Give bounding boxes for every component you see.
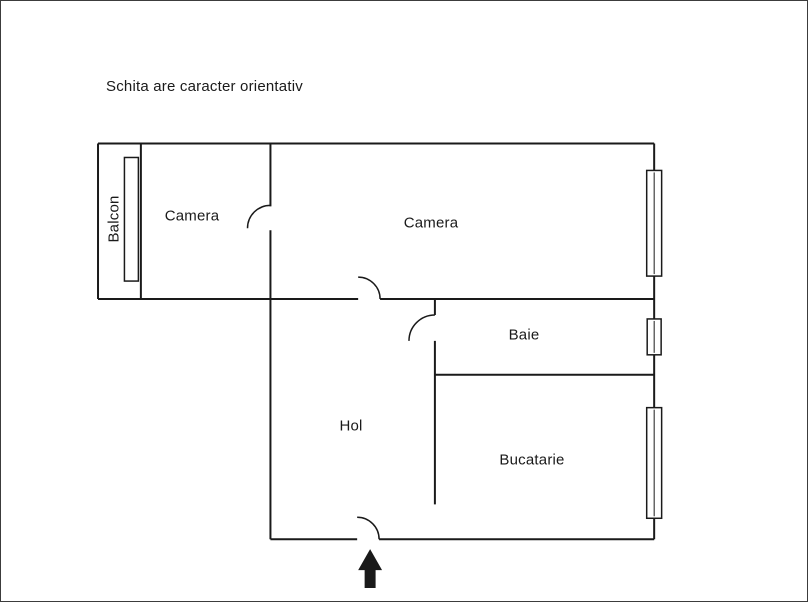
window-balcon bbox=[123, 156, 140, 282]
disclaimer-text: Schita are caracter orientativ bbox=[106, 78, 303, 95]
room-label-camera-right: Camera bbox=[403, 214, 459, 232]
door-arc-baie bbox=[408, 314, 435, 341]
entrance-arrow-icon bbox=[358, 549, 383, 589]
door-arc-camera-camera bbox=[246, 204, 271, 229]
room-label-camera-left: Camera bbox=[164, 207, 220, 225]
room-label-bucatarie: Bucatarie bbox=[499, 451, 565, 469]
door-arcs-group bbox=[246, 204, 435, 540]
room-label-balcon: Balcon bbox=[105, 195, 123, 243]
door-arc-camera-hol bbox=[358, 276, 381, 300]
door-arc-entrance bbox=[357, 516, 380, 540]
walls-group bbox=[97, 142, 656, 541]
room-label-baie: Baie bbox=[508, 326, 540, 344]
room-label-hol: Hol bbox=[339, 417, 363, 435]
